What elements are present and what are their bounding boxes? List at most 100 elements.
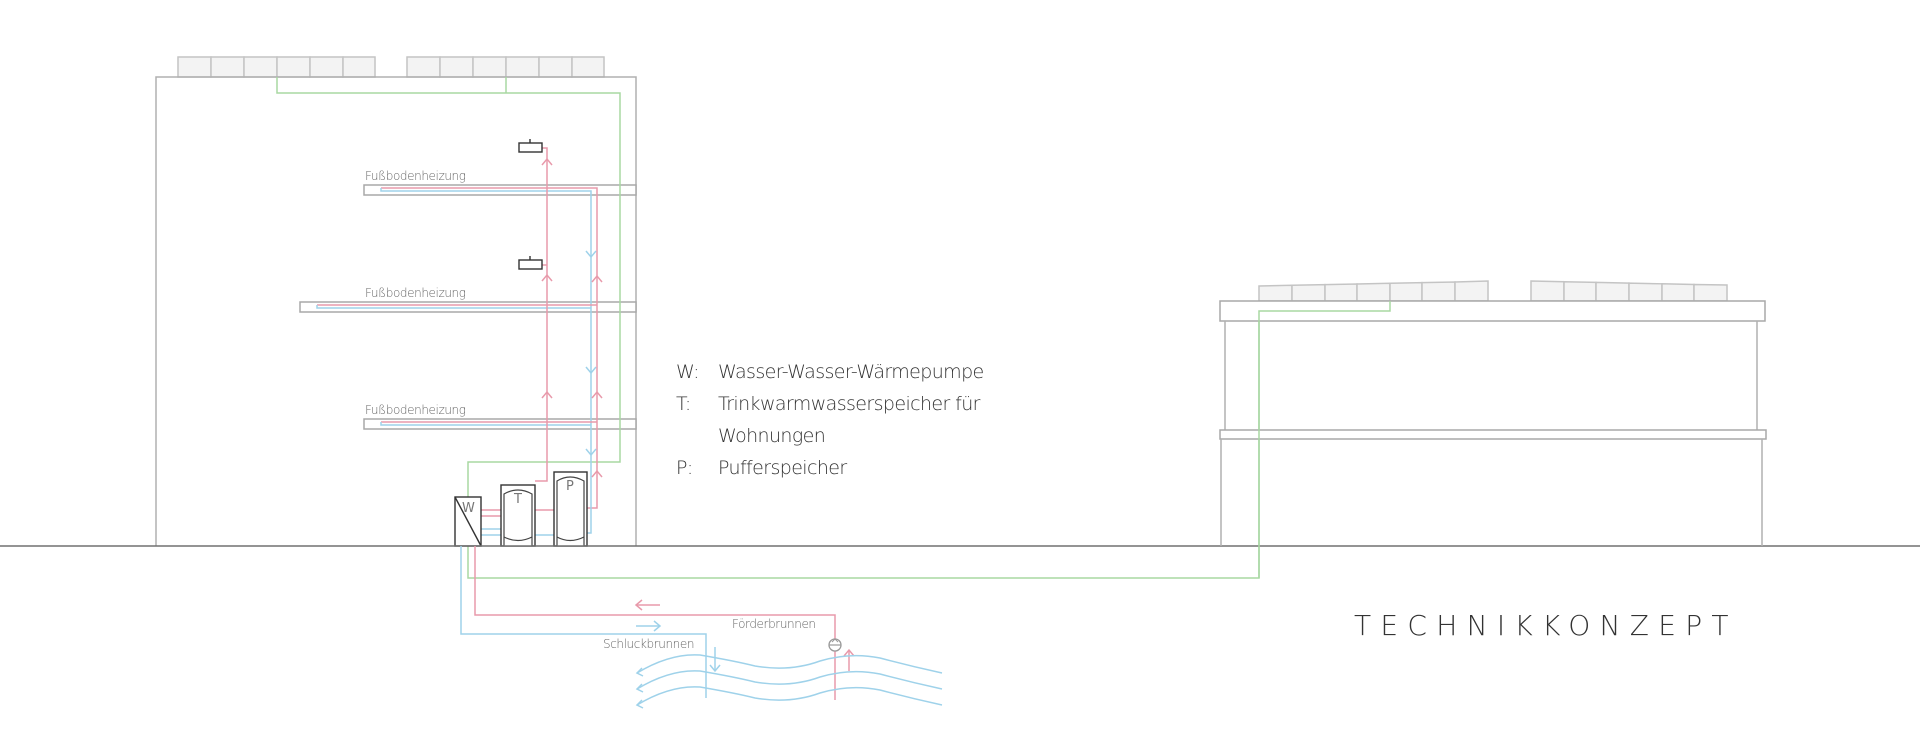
floor-heating-return-lower — [380, 422, 591, 426]
solar-panel — [1324, 283, 1358, 302]
hot-water-riser — [535, 147, 548, 482]
radiator-icon — [518, 142, 543, 153]
legend-key: T: — [676, 393, 691, 415]
solar-panel — [177, 56, 212, 78]
arrow-up-icon — [591, 390, 603, 399]
well-pump-icon — [828, 638, 842, 652]
legend-text: Wasser-Wasser-Wärmepumpe — [718, 361, 984, 383]
left-building — [155, 56, 637, 546]
solar-panel — [406, 56, 441, 78]
hot-water-tank-bottom — [503, 536, 533, 542]
arrow-left-icon — [634, 599, 660, 611]
legend-item: Wohnungen — [676, 420, 984, 452]
legend-text: Trinkwarmwasserspeicher für — [718, 393, 981, 415]
floor-slab-lower — [363, 418, 637, 430]
right-building — [1219, 280, 1767, 546]
floor-slab-upper — [363, 184, 637, 196]
solar-panels-left-building-group-2 — [406, 56, 605, 78]
radiator-middle — [518, 256, 543, 270]
groundwater-wave — [636, 670, 943, 690]
arrow-up-icon — [541, 157, 553, 166]
groundwater-wave — [636, 686, 943, 706]
solar-panel — [276, 56, 311, 78]
middle-slab — [1219, 429, 1767, 440]
solar-panel — [342, 56, 376, 78]
solar-panel — [1356, 282, 1391, 302]
solar-panel — [1595, 281, 1630, 302]
arrow-up-icon — [591, 469, 603, 478]
arrow-down-icon — [585, 250, 597, 259]
legend-key: P: — [676, 457, 693, 479]
solar-panel — [1563, 280, 1597, 302]
solar-panel — [1693, 283, 1728, 302]
arrow-up-icon — [843, 648, 855, 671]
arrow-up-icon — [541, 390, 553, 399]
solar-panel — [1454, 280, 1489, 302]
arrow-right-icon — [636, 620, 662, 632]
floor-heating-label-upper: Fußbodenheizung — [365, 169, 466, 183]
heating-pipes — [316, 147, 603, 536]
floor-heating-label-lower: Fußbodenheizung — [365, 403, 466, 417]
solar-panel — [1628, 282, 1663, 302]
solar-line-left-building — [276, 77, 621, 497]
groundwater-wave — [636, 654, 943, 674]
legend-text: Wohnungen — [718, 425, 826, 447]
arrow-up-icon — [541, 273, 553, 282]
heat-pump-diagonal — [454, 496, 482, 547]
solar-panel — [1661, 283, 1695, 302]
solar-panel — [309, 56, 344, 78]
solar-panel — [571, 56, 605, 78]
solar-lines — [276, 77, 1391, 579]
buffer-tank-bottom — [556, 536, 585, 542]
legend-item: W: Wasser-Wasser-Wärmepumpe — [676, 356, 984, 388]
solar-panel — [1258, 284, 1293, 302]
groundwater-waves — [635, 654, 943, 709]
solar-panels-right-building-group-1 — [1258, 280, 1489, 302]
wave-arrow-icon — [635, 699, 644, 709]
solar-panel — [243, 56, 278, 78]
arrow-down-icon — [585, 448, 597, 457]
supply-well-label: Förderbrunnen — [732, 617, 816, 631]
legend-text: Pufferspeicher — [718, 457, 847, 479]
heat-pump-label: W — [462, 501, 475, 516]
solar-panel — [1530, 280, 1565, 302]
legend-item: T: Trinkwarmwasserspeicher für — [676, 388, 984, 420]
solar-line-right-building — [1258, 301, 1391, 578]
arrow-down-icon — [709, 647, 721, 673]
floor-heating-return-upper — [380, 188, 592, 534]
hot-water-tank-label: T — [513, 492, 522, 507]
solar-panel — [439, 56, 474, 78]
injection-well-label: Schluckbrunnen — [603, 637, 694, 651]
solar-panel — [1389, 281, 1423, 302]
arrow-up-icon — [591, 274, 603, 283]
solar-panel — [210, 56, 245, 78]
hot-water-tank: T — [500, 484, 536, 547]
legend-key: W: — [676, 361, 699, 383]
solar-panel — [1291, 283, 1326, 302]
buffer-tank: P — [553, 471, 588, 547]
heat-pump: W — [454, 496, 482, 547]
diagram-title: TECHNIKKONZEPT — [1354, 609, 1738, 642]
injection-well-pipe — [460, 546, 707, 698]
legend-item: P: Pufferspeicher — [676, 452, 984, 484]
roof-slab — [1219, 300, 1766, 322]
hot-water-tank-vessel — [503, 489, 533, 546]
solar-panel — [538, 56, 573, 78]
floor-heating-return-middle — [316, 305, 591, 309]
solar-panel — [472, 56, 507, 78]
radiator-icon — [518, 259, 543, 270]
radiator-upper — [518, 139, 543, 153]
wave-arrow-icon — [635, 683, 644, 693]
solar-panel — [505, 56, 540, 78]
well-pipes — [460, 546, 855, 700]
floor-heating-label-middle: Fußbodenheizung — [365, 286, 466, 300]
floor-heating-supply-upper — [381, 187, 598, 509]
solar-panels-left-building-group-1 — [177, 56, 376, 78]
wave-arrow-icon — [635, 667, 644, 677]
solar-panels-right-building-group-2 — [1530, 280, 1728, 302]
arrow-down-icon — [585, 366, 597, 375]
floor-slab-middle — [299, 301, 637, 313]
legend-key — [676, 420, 718, 452]
solar-panel — [1421, 281, 1456, 302]
